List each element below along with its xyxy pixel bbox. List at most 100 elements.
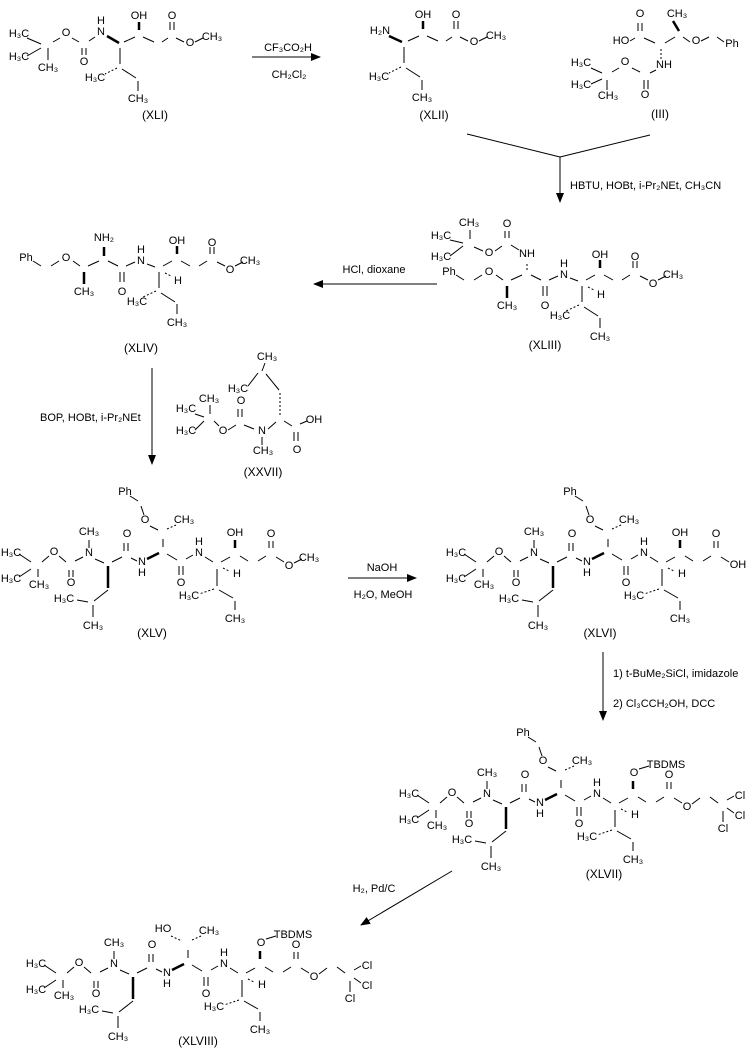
atom-label: O — [177, 577, 186, 589]
atom-label: O — [141, 514, 150, 526]
atom-label: O — [448, 787, 457, 799]
atom-label: CH₃ — [253, 445, 273, 457]
structure-xliii: CH₃ H₃C H₃C O O NH Ph O CH₃ O H N OH O O… — [431, 217, 683, 352]
atom-label: O — [692, 35, 701, 47]
atom-label: O — [292, 939, 301, 951]
atom-label: N — [85, 547, 93, 559]
atom-label: O — [568, 528, 577, 540]
atom-label: H₃C — [228, 383, 248, 395]
atom-label: H — [631, 809, 639, 821]
atom-label: O — [267, 528, 276, 540]
atom-label: H — [258, 979, 266, 991]
atom-label: O — [92, 988, 101, 1000]
structure-xli: H₃C H₃C CH₃ O O H N OH O O CH₃ H₃C CH₃ (… — [9, 10, 222, 122]
structure-xliv: NH₂ Ph O CH₃ O H N OH O O CH₃ H H₃C CH₃ … — [19, 232, 260, 355]
atom-label: O — [62, 252, 71, 264]
atom-label: CH₃ — [623, 854, 643, 866]
atom-label: CH₃ — [459, 217, 479, 229]
atom-label: CH₃ — [104, 937, 124, 949]
atom-label: CH₃ — [128, 93, 148, 105]
atom-label: O — [485, 247, 494, 259]
atom-label: OH — [169, 235, 186, 247]
atom-label: O — [285, 560, 294, 572]
compound-label-xliv: (XLIV) — [124, 341, 158, 355]
atom-label: CH₃ — [74, 286, 94, 298]
compound-label-xxvii: (XXVII) — [244, 465, 283, 479]
atom-label: CH₃ — [670, 613, 690, 625]
atom-label: CH₃ — [79, 526, 99, 538]
structure-xlv: H₃C H₃C CH₃ O O N CH₃ O N H Ph O CH₃ O H… — [1, 486, 319, 640]
atom-label: N — [483, 788, 491, 800]
atom-label: Ph — [516, 727, 529, 739]
atom-label: H₃C — [369, 71, 389, 83]
arrow-step4: BOP, HOBt, i-Pr₂NEt — [40, 368, 156, 465]
reagent-step5-above: NaOH — [367, 562, 398, 574]
reagent-step1-above: CF₃CO₂H — [264, 42, 312, 54]
atom-label: Cl — [362, 960, 372, 972]
atom-label: O — [118, 286, 127, 298]
atom-label: OH — [227, 527, 244, 539]
atom-label: N — [138, 556, 146, 568]
compound-label-xlvii: (XLVII) — [586, 867, 622, 881]
reagent-step1-below: CH₂Cl₂ — [272, 69, 307, 81]
atom-label: HO — [155, 923, 172, 935]
atom-label: N — [530, 547, 538, 559]
atom-label: CH₃ — [225, 613, 245, 625]
atom-label: H₃C — [9, 51, 29, 63]
atom-label: CH₃ — [481, 861, 501, 873]
atom-label: O — [521, 769, 530, 781]
atom-label: H₃C — [26, 958, 46, 970]
arrow-step3: HCl, dioxane — [313, 264, 437, 288]
atom-label: O — [123, 528, 132, 540]
atom-label: N — [137, 255, 145, 267]
atom-label: O — [219, 425, 228, 437]
atom-label: H₃C — [499, 593, 519, 605]
atom-label: NH₂ — [94, 232, 114, 244]
arrow-step5: NaOH H₂O, MeOH — [348, 562, 417, 601]
atom-label: H₃C — [571, 79, 591, 91]
atom-label: O — [465, 818, 474, 830]
atom-label: N — [593, 788, 601, 800]
atom-label: CH₃ — [250, 1024, 270, 1036]
atom-label: O — [649, 278, 658, 290]
atom-label: O — [636, 8, 645, 20]
atom-label: H₃C — [452, 834, 472, 846]
reagent-step2: HBTU, HOBt, i-Pr₂NEt, CH₃CN — [570, 180, 721, 192]
atom-label: N — [163, 967, 171, 979]
atom-label: O — [186, 37, 195, 49]
atom-label: H₃C — [9, 28, 29, 40]
atom-label: O — [237, 395, 246, 407]
atom-label: H₃C — [79, 1004, 99, 1016]
atom-label: O — [539, 755, 548, 767]
atom-label: H₃C — [26, 984, 46, 996]
atom-label: H — [137, 244, 145, 256]
structure-xlviii: H₃C H₃C CH₃ O O N CH₃ O N H HO CH₃ O H N… — [26, 923, 372, 1048]
atom-label: Cl — [718, 823, 728, 835]
reagent-step4: BOP, HOBt, i-Pr₂NEt — [40, 412, 141, 424]
reagent-step6-line2: 2) Cl₃CCH₂OH, DCC — [613, 698, 715, 710]
atom-label: O — [541, 300, 550, 312]
atom-label: N — [583, 556, 591, 568]
atom-label: N — [258, 425, 266, 437]
atom-label: CH₃ — [477, 767, 497, 779]
atom-label: CH₃ — [199, 393, 219, 405]
atom-label: H₃C — [127, 296, 147, 308]
atom-label: H — [163, 978, 171, 990]
atom-label: H — [174, 275, 182, 287]
reagent-step6-line1: 1) t-BuMe₂SiCl, imidazole — [613, 668, 738, 680]
atom-label: CH₃ — [108, 1031, 128, 1043]
atom-label: O — [630, 767, 639, 779]
atom-label: H — [640, 536, 648, 548]
atom-label: O — [683, 801, 692, 813]
structure-xxvii: CH₃ H₃C CH₃ H₃C H₃C O O N CH₃ OH O (XXVI… — [176, 351, 322, 479]
atom-label: CH₃ — [240, 255, 260, 267]
atom-label: H — [597, 289, 605, 301]
atom-label: O — [712, 528, 721, 540]
atom-label: CH₃ — [619, 514, 639, 526]
atom-label: CH₃ — [412, 92, 432, 104]
atom-label: CH₃ — [83, 620, 103, 632]
compound-label-xlvi: (XLVI) — [583, 626, 616, 640]
atom-label: N — [536, 797, 544, 809]
atom-label: OH — [672, 527, 689, 539]
